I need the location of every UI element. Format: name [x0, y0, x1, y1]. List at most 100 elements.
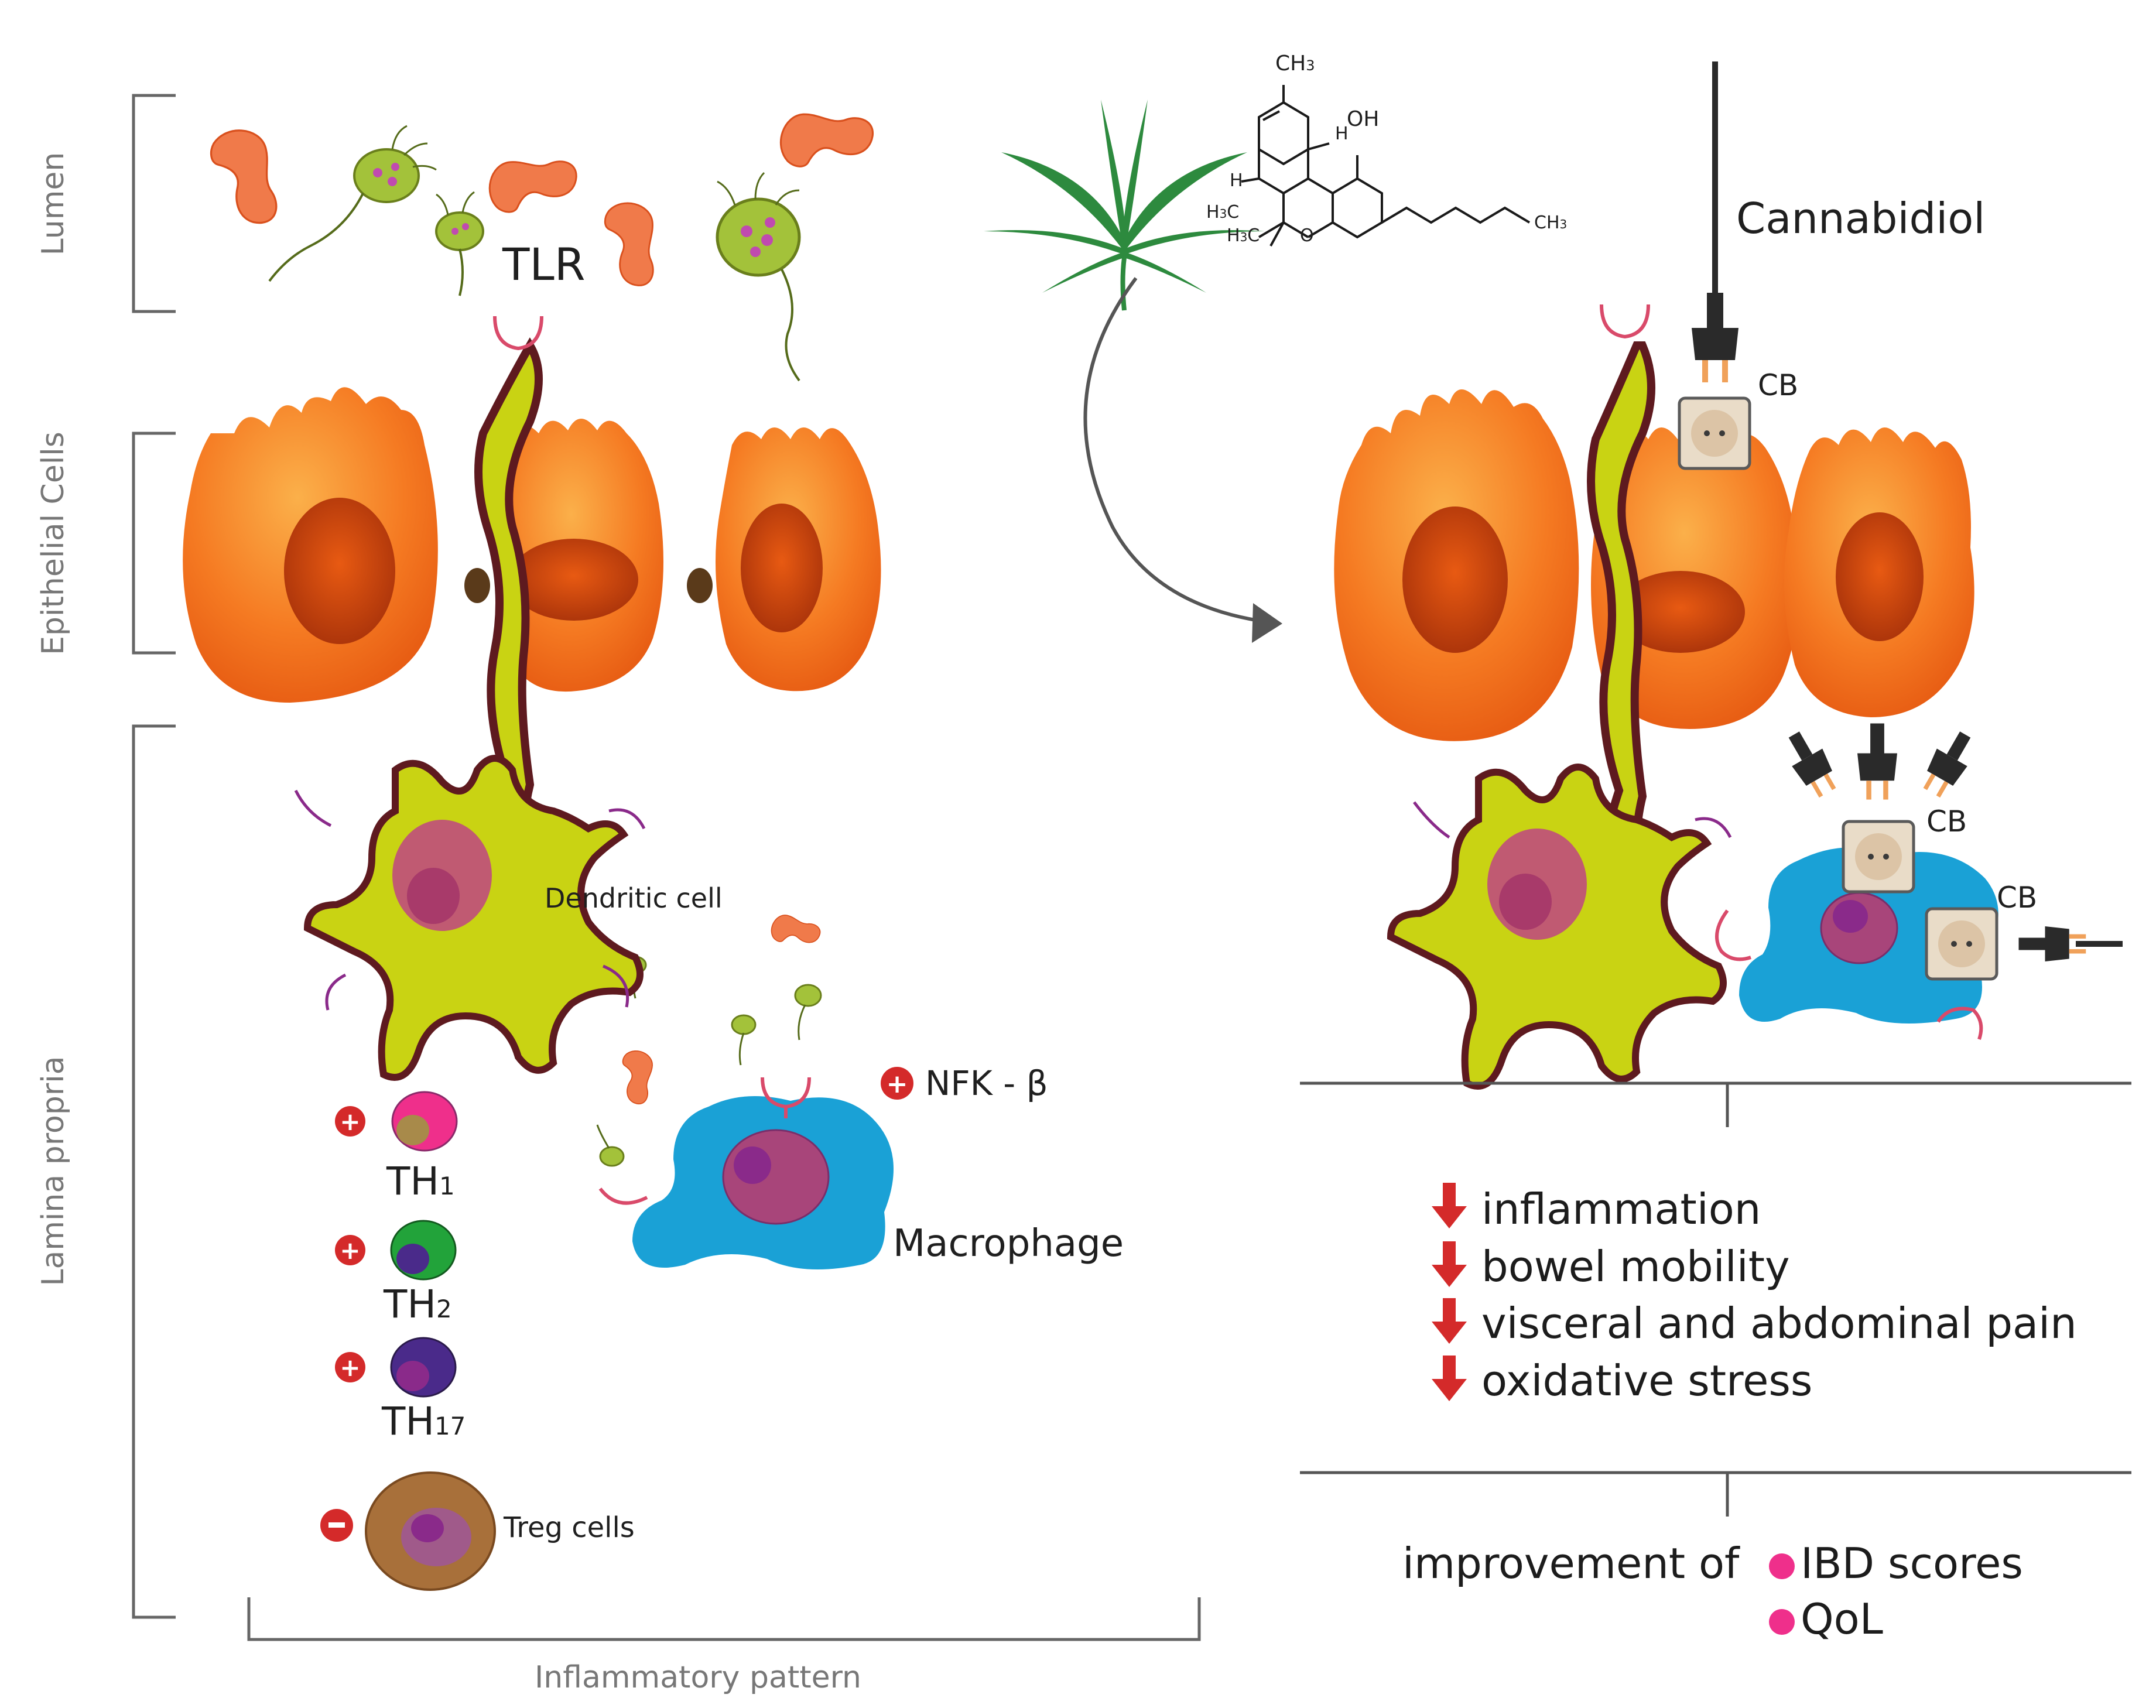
th1-label: TH1	[386, 1159, 455, 1204]
svg-text:+: +	[340, 1353, 360, 1382]
tight-junction	[464, 568, 490, 603]
lumen-label: Lumen	[36, 152, 71, 256]
bacterium	[594, 198, 665, 289]
lumen-bracket	[132, 94, 176, 313]
plus-icon: +	[335, 1352, 365, 1382]
bacterium	[210, 129, 278, 224]
th2-cell-group: + TH2	[335, 1220, 457, 1327]
bacterium	[610, 1046, 662, 1107]
epithelial-cell-layer	[183, 387, 881, 703]
cannabidiol-structure	[1241, 85, 1531, 247]
bullet-icon	[1769, 1609, 1795, 1635]
effects-divider-top	[1300, 1081, 2131, 1127]
flagellated-bacterium	[731, 1014, 757, 1066]
th2-label: TH2	[383, 1282, 452, 1327]
epithelial-label: Epithelial Cells	[36, 432, 71, 655]
lamina-bracket	[132, 724, 176, 1619]
svg-text:+: +	[887, 1069, 908, 1099]
cb-socket-icon	[1843, 822, 1914, 892]
outcome-item: QoL	[1801, 1594, 1883, 1644]
svg-text:+: +	[340, 1236, 360, 1265]
treg-label: Treg cells	[503, 1511, 635, 1544]
bullet-icon	[1769, 1553, 1795, 1579]
macrophage-label: Macrophage	[893, 1222, 1124, 1265]
minus-icon	[320, 1509, 353, 1542]
effect-item: oxidative stress	[1432, 1356, 1812, 1405]
epithelial-cell-layer-right	[1334, 389, 1974, 741]
cable	[1712, 61, 1718, 302]
dendritic-cell-right	[1387, 764, 1732, 1090]
epithelial-cell	[183, 387, 438, 703]
svg-text:oxidative stress: oxidative stress	[1481, 1356, 1812, 1405]
lamina-label: Lamina propria	[36, 1056, 71, 1286]
cb-socket-icon	[1679, 398, 1750, 468]
svg-text:H3C: H3C	[1227, 225, 1260, 246]
macrophage	[598, 1077, 894, 1269]
transition-arrow	[1083, 277, 1282, 643]
svg-text:CH3: CH3	[1275, 52, 1315, 76]
outcome-item: IBD scores	[1801, 1539, 2023, 1588]
plus-icon: +	[335, 1235, 365, 1265]
svg-text:visceral and abdominal pain: visceral and abdominal pain	[1481, 1299, 2077, 1348]
effects-list: inflammation bowel mobility visceral and…	[1432, 1183, 2077, 1405]
epithelial-cell	[1334, 389, 1579, 741]
epithelial-bracket	[132, 432, 176, 655]
cb-socket-icon	[1926, 909, 1997, 979]
svg-text:H: H	[1335, 124, 1349, 144]
dendritic-cell-label: Dendritic cell	[545, 882, 723, 914]
plug-icon	[1778, 725, 1843, 802]
cable	[2076, 941, 2123, 947]
plug-icon	[1916, 725, 1981, 802]
flagellated-bacterium	[716, 172, 801, 382]
flagellated-bacterium	[596, 1124, 625, 1167]
outcome: improvement of IBD scores QoL	[1402, 1539, 2023, 1644]
svg-text:H3C: H3C	[1206, 202, 1239, 223]
cannabidiol-label: Cannabidiol	[1736, 194, 1985, 243]
treg-cell-group: Treg cells	[320, 1471, 635, 1591]
svg-text:inflammation: inflammation	[1481, 1185, 1761, 1234]
cannabis-leaf-icon	[984, 100, 1265, 311]
svg-text:O: O	[1300, 225, 1314, 246]
nfk-plus-icon: +	[881, 1067, 913, 1100]
plus-icon: +	[335, 1106, 365, 1137]
flagellated-bacterium	[268, 125, 437, 282]
th1-cell-group: + TH1	[335, 1091, 458, 1204]
down-arrow-icon	[1432, 1298, 1467, 1344]
epithelial-cell	[1784, 427, 1974, 717]
flagellated-bacterium	[794, 984, 822, 1040]
bacterium	[766, 906, 824, 959]
down-arrow-icon	[1432, 1183, 1467, 1228]
epithelial-cell	[716, 427, 881, 692]
svg-text:OH: OH	[1347, 107, 1379, 131]
plug-icon	[1857, 723, 1897, 800]
bacterium	[774, 99, 877, 184]
plug-icon	[1692, 293, 1739, 382]
effects-divider-bottom	[1300, 1471, 2131, 1517]
tlr-receptor	[493, 316, 543, 351]
molecule-labels: CH3 OH H H H3C H3C O CH3	[1206, 52, 1567, 246]
bacteria-cluster	[210, 99, 877, 1167]
dendritic-cell	[294, 755, 646, 1081]
bacterium	[484, 149, 580, 224]
outcome-prefix: improvement of	[1402, 1539, 1740, 1588]
effect-item: visceral and abdominal pain	[1432, 1298, 2077, 1348]
cb-label: CB	[1926, 805, 1967, 838]
th17-label: TH17	[381, 1399, 466, 1444]
pattern-bracket	[247, 1597, 1201, 1641]
svg-text:H: H	[1230, 170, 1243, 191]
cb-label: CB	[1758, 368, 1798, 402]
tight-junction	[687, 568, 713, 603]
effect-item: bowel mobility	[1432, 1241, 1790, 1291]
effect-item: inflammation	[1432, 1183, 1761, 1234]
svg-text:bowel mobility: bowel mobility	[1481, 1242, 1790, 1291]
th17-cell-group: + TH17	[335, 1337, 466, 1444]
flagellated-bacterium	[435, 191, 484, 296]
epithelial-cell	[1591, 427, 1799, 729]
nfk-label: NFK - β	[925, 1063, 1048, 1103]
pattern-label: Inflammatory pattern	[535, 1660, 861, 1695]
tlr-label: TLR	[502, 238, 586, 290]
down-arrow-icon	[1432, 1241, 1467, 1287]
down-arrow-icon	[1432, 1356, 1467, 1401]
